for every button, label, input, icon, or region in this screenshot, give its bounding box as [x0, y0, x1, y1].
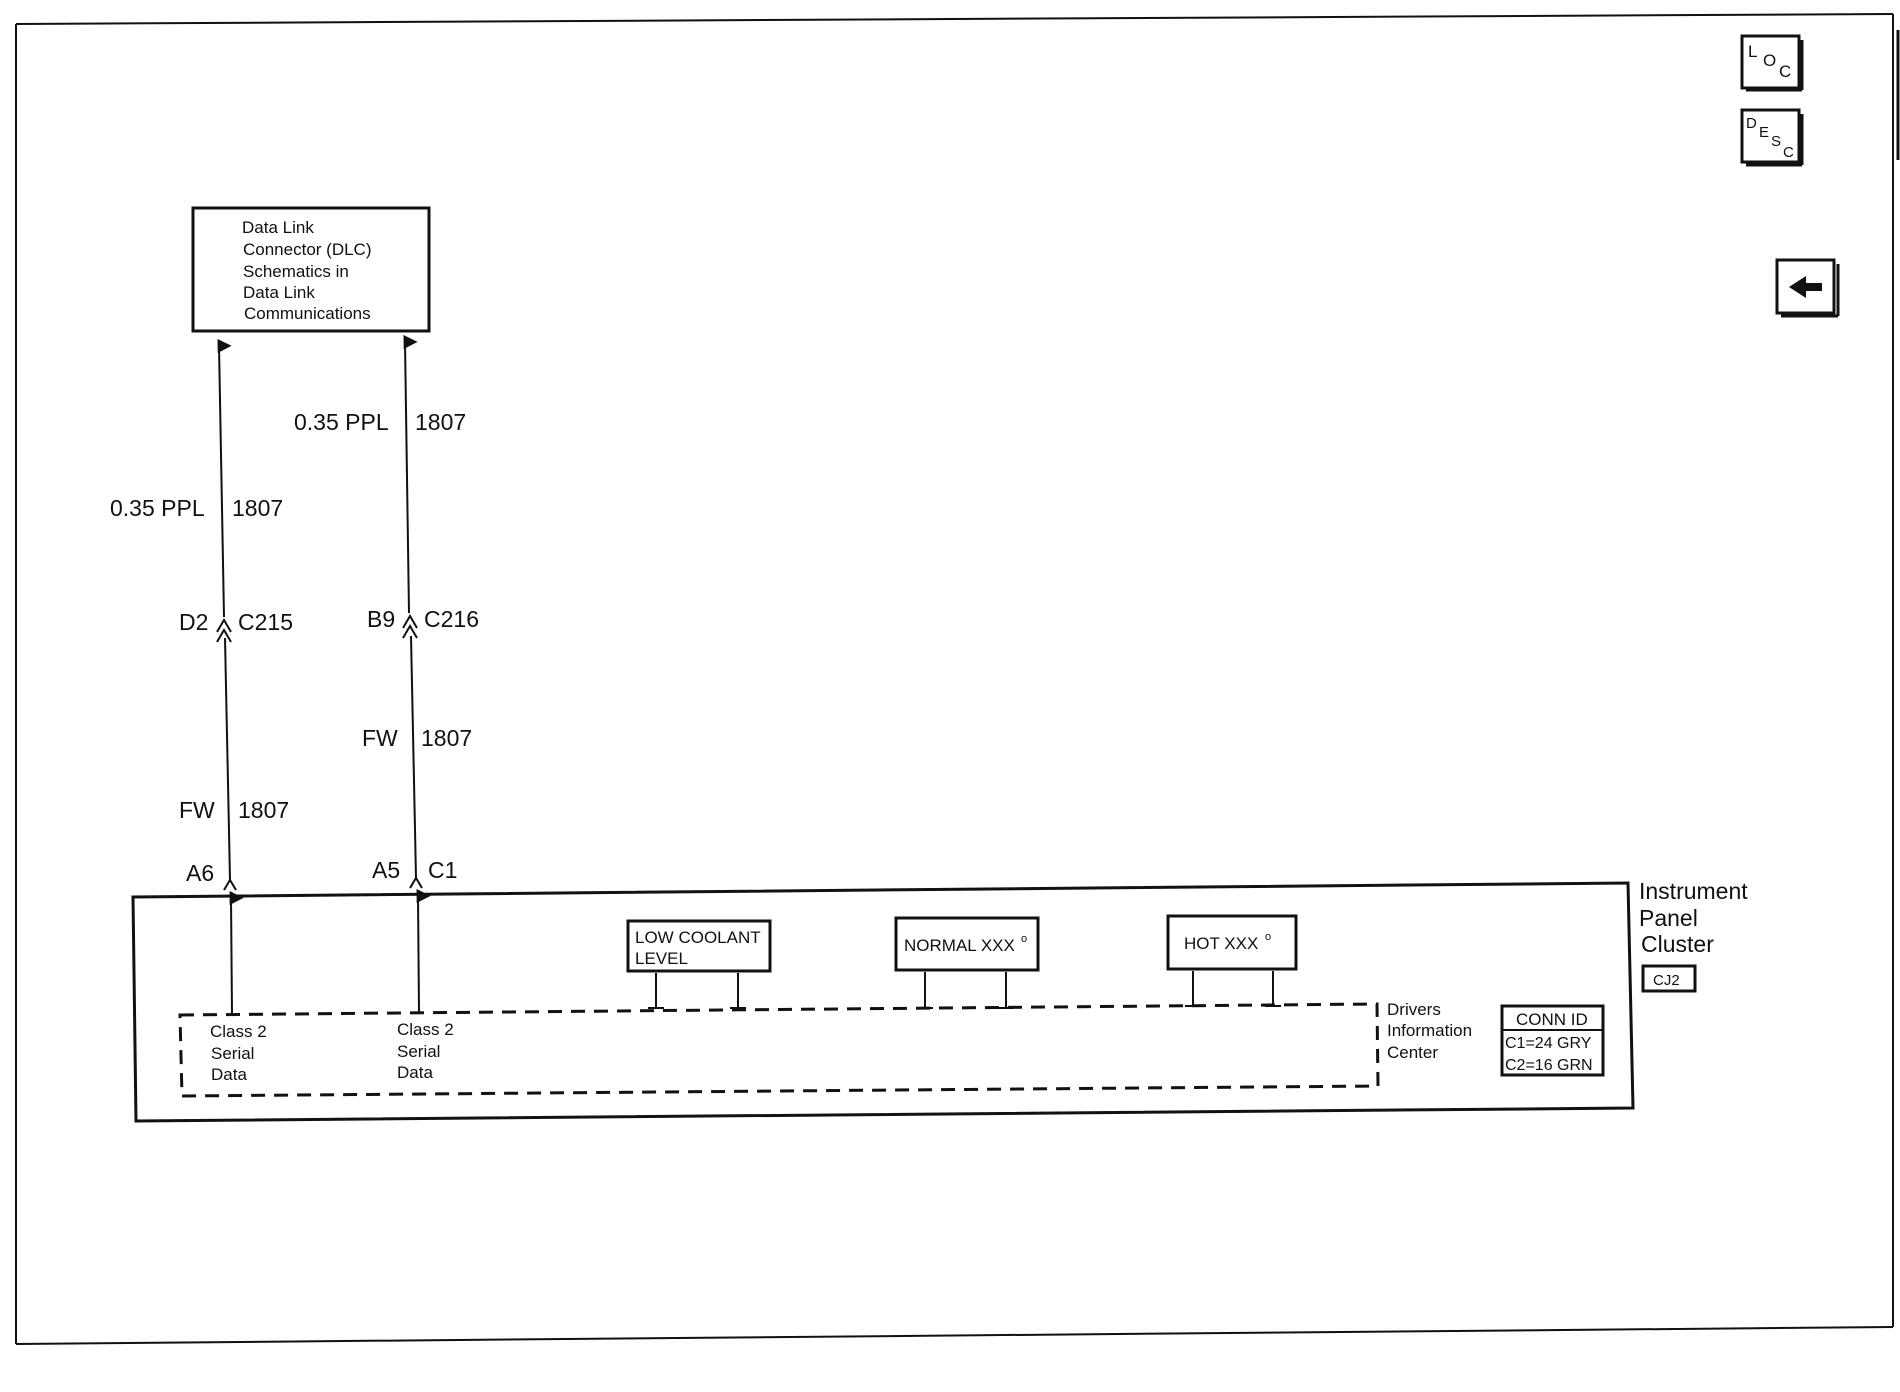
wire-left-function-2: Serial	[211, 1044, 254, 1063]
page-frame	[15, 13, 1900, 1345]
wire-right-function-2: Serial	[397, 1042, 440, 1061]
wire-left-cluster-pin: A6	[186, 860, 214, 886]
cluster-ref-box[interactable]: CJ2	[1641, 964, 1697, 993]
wire-right-cluster-connector: C1	[428, 857, 457, 883]
wire-left-lower-gauge: FW	[179, 797, 215, 823]
desc-letter-3: S	[1771, 133, 1781, 150]
low-coolant-line-2: LEVEL	[635, 949, 688, 968]
low-coolant-indicator: LOW COOLANT LEVEL	[626, 919, 772, 1009]
conn-id-row-2: C2=16 GRN	[1505, 1057, 1593, 1074]
loc-letter-1: L	[1748, 42, 1757, 61]
normal-degree-symbol: o	[1021, 933, 1027, 945]
wire-right-lower-gauge: FW	[362, 725, 398, 751]
loc-letter-2: O	[1763, 51, 1776, 70]
drivers-information-center-outline	[178, 1002, 1380, 1098]
wire-left-connector-pin: D2	[179, 609, 208, 635]
cluster-name-3: Cluster	[1641, 931, 1714, 957]
wire-left-upper-circuit: 1807	[232, 495, 283, 521]
cluster-pin-a6-symbol	[223, 878, 237, 891]
connector-c215-symbol	[216, 618, 232, 643]
wire-right-upper-gauge: 0.35 PPL	[294, 409, 389, 435]
back-button[interactable]	[1775, 258, 1840, 318]
dic-label-3: Center	[1387, 1043, 1438, 1062]
wire-right-function-1: Class 2	[397, 1020, 454, 1039]
wire-left-function-3: Data	[211, 1065, 247, 1084]
dic-label-2: Information	[1387, 1021, 1472, 1040]
wire-right	[402, 335, 431, 1013]
wire-right-cluster-pin: A5	[372, 857, 400, 883]
wire-left-function-1: Class 2	[210, 1022, 267, 1041]
loc-letter-3: C	[1779, 62, 1791, 81]
wire-right-upper-circuit: 1807	[415, 409, 466, 435]
loc-button[interactable]: L O C	[1740, 34, 1804, 92]
desc-letter-4: C	[1783, 144, 1794, 161]
hot-degree-symbol: o	[1265, 931, 1271, 943]
left-arrow-icon	[1789, 276, 1822, 298]
conn-id-row-1: C1=24 GRY	[1505, 1035, 1592, 1052]
cluster-name-1: Instrument	[1639, 878, 1748, 904]
dlc-reference-box[interactable]: Data Link Connector (DLC) Schematics in …	[191, 206, 431, 333]
conn-id-title: CONN ID	[1516, 1010, 1588, 1029]
dlc-line-5: Communications	[244, 304, 371, 323]
desc-letter-1: D	[1746, 115, 1757, 132]
dlc-line-3: Schematics in	[243, 262, 349, 281]
low-coolant-line-1: LOW COOLANT	[635, 928, 761, 947]
cluster-pin-a5-symbol	[409, 876, 423, 889]
cluster-ref-label: CJ2	[1653, 972, 1680, 989]
dlc-line-1: Data Link	[242, 218, 314, 237]
desc-letter-2: E	[1759, 124, 1769, 141]
hot-temp-indicator: HOT XXX o	[1166, 914, 1298, 1007]
wire-left	[216, 339, 244, 1015]
cluster-name-2: Panel	[1639, 905, 1698, 931]
wire-left-upper-gauge: 0.35 PPL	[110, 495, 205, 521]
wire-right-function-3: Data	[397, 1063, 433, 1082]
instrument-panel-cluster-outline	[131, 881, 1635, 1123]
wire-left-connector-id: C215	[238, 609, 293, 635]
connector-c216-symbol	[402, 614, 418, 639]
wire-left-lower-circuit: 1807	[238, 797, 289, 823]
desc-button[interactable]: D E S C	[1740, 108, 1804, 167]
hot-label: HOT XXX	[1184, 934, 1258, 953]
dlc-line-2: Connector (DLC)	[243, 240, 372, 259]
conn-id-box: CONN ID C1=24 GRY C2=16 GRN	[1500, 1004, 1605, 1077]
wire-right-connector-id: C216	[424, 606, 479, 632]
wire-right-connector-pin: B9	[367, 606, 395, 632]
dic-label-1: Drivers	[1387, 1000, 1441, 1019]
wire-right-lower-circuit: 1807	[421, 725, 472, 751]
normal-label: NORMAL XXX	[904, 936, 1015, 955]
dlc-line-4: Data Link	[243, 283, 315, 302]
normal-temp-indicator: NORMAL XXX o	[894, 916, 1040, 1009]
